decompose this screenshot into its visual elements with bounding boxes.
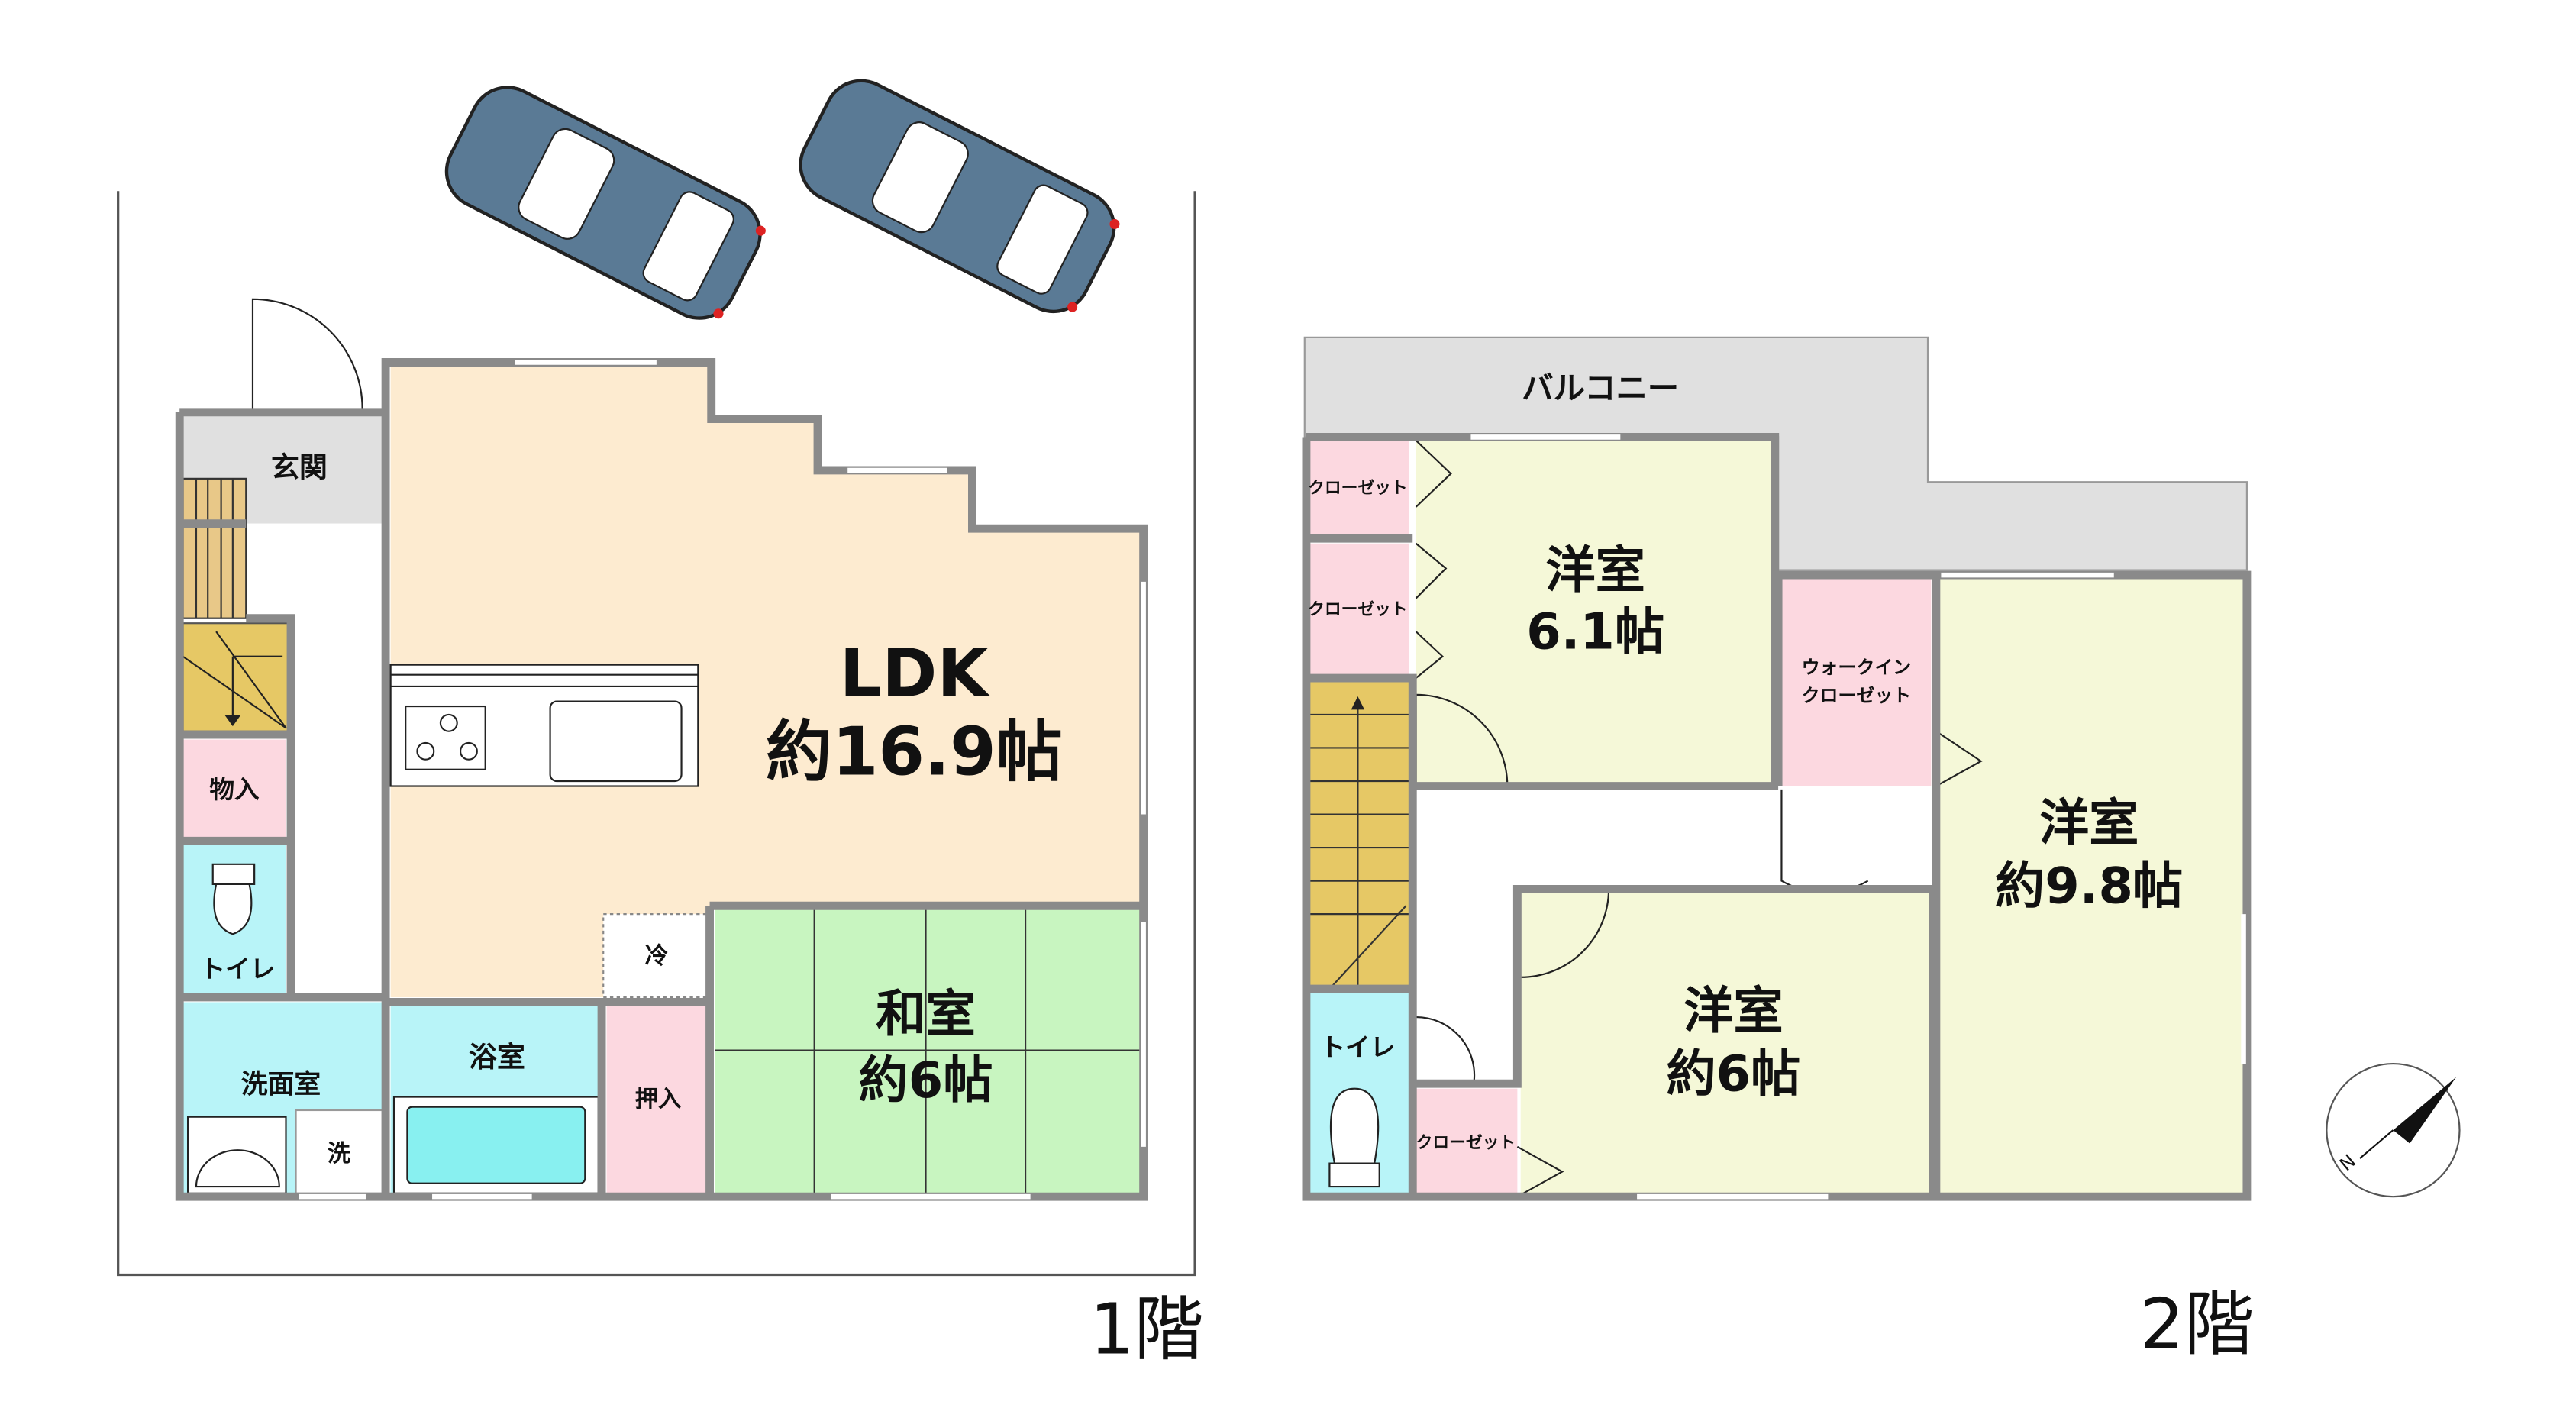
closet-b (1306, 543, 1409, 679)
label-bath: 浴室 (469, 1041, 525, 1074)
car-icon (799, 79, 1120, 314)
compass-icon: N (2326, 1062, 2461, 1198)
label-room2: 洋室 (2039, 794, 2139, 852)
label-closet-c: クローゼット (1416, 1134, 1516, 1153)
site-boundary (117, 191, 1196, 1277)
label-washitsu-size: 約6帖 (858, 1051, 993, 1109)
car-icon (444, 86, 766, 320)
kitchen-counter (389, 664, 699, 787)
stairs-lower (182, 622, 292, 732)
walls-2f (1302, 433, 2252, 1201)
label-room3: 洋室 (1683, 982, 1784, 1040)
label-closet-b: クローゼット (1308, 600, 1408, 619)
washer-space (295, 1109, 383, 1194)
hall-2f (1416, 789, 1936, 890)
closet-a (1306, 440, 1409, 535)
label-washer: 洗 (328, 1141, 351, 1167)
label-oshiire: 押入 (635, 1086, 682, 1113)
floor-2-label: 2階 (2140, 1284, 2255, 1365)
label-storage: 物入 (209, 775, 260, 804)
label-wic-2: クローゼット (1802, 685, 1912, 706)
closet-door-icon (1415, 440, 1983, 1198)
kitchen-sink-icon (549, 700, 683, 783)
label-toilet-2f: トイレ (1320, 1032, 1395, 1061)
entrance-door (251, 298, 363, 412)
label-wic-1: ウォークイン (1802, 657, 1912, 678)
toilet-icon (211, 863, 256, 935)
room-youshitsu-6 (1520, 889, 1933, 1197)
label-room1-size: 6.1帖 (1526, 603, 1664, 661)
room-oshiire (606, 1002, 710, 1197)
floor-1-label: 1階 (1089, 1289, 1204, 1371)
toilet-icon (1328, 1087, 1380, 1188)
label-ldk: LDK (840, 635, 992, 712)
room-washitsu (715, 906, 1144, 1197)
label-toilet-1f: トイレ (200, 954, 275, 983)
label-closet-a: クローゼット (1308, 479, 1408, 498)
label-balcony: バルコニー (1522, 370, 1679, 407)
label-room3-size: 約6帖 (1666, 1045, 1800, 1103)
label-genkan: 玄関 (271, 451, 328, 483)
label-room1: 洋室 (1545, 541, 1645, 599)
room-youshitsu-9-8 (1935, 575, 2244, 1197)
closet-c (1416, 1088, 1518, 1197)
label-ldk-size: 約16.9帖 (766, 712, 1063, 790)
label-fridge: 冷 (645, 943, 668, 970)
room-storage (182, 739, 286, 840)
label-washroom: 洗面室 (241, 1068, 321, 1100)
floor-2: バルコニー クローゼット クローゼット クローゼット 洋室 6.1帖 ウォークイ… (1302, 336, 2461, 1365)
floor-1: 玄関 物入 トイレ 洗面室 洗 浴室 押入 冷 LDK 約16.9帖 和室 約6… (117, 79, 1204, 1371)
fridge-space (602, 913, 711, 999)
room-ldk (390, 362, 1144, 997)
label-room2-size: 約9.8帖 (1995, 857, 2183, 916)
room-youshitsu-6-1 (1416, 437, 1775, 786)
walk-in-closet (1781, 575, 1932, 786)
stairs-upper (182, 477, 247, 619)
stairs-2f (1306, 681, 1409, 990)
label-washitsu: 和室 (876, 985, 976, 1043)
